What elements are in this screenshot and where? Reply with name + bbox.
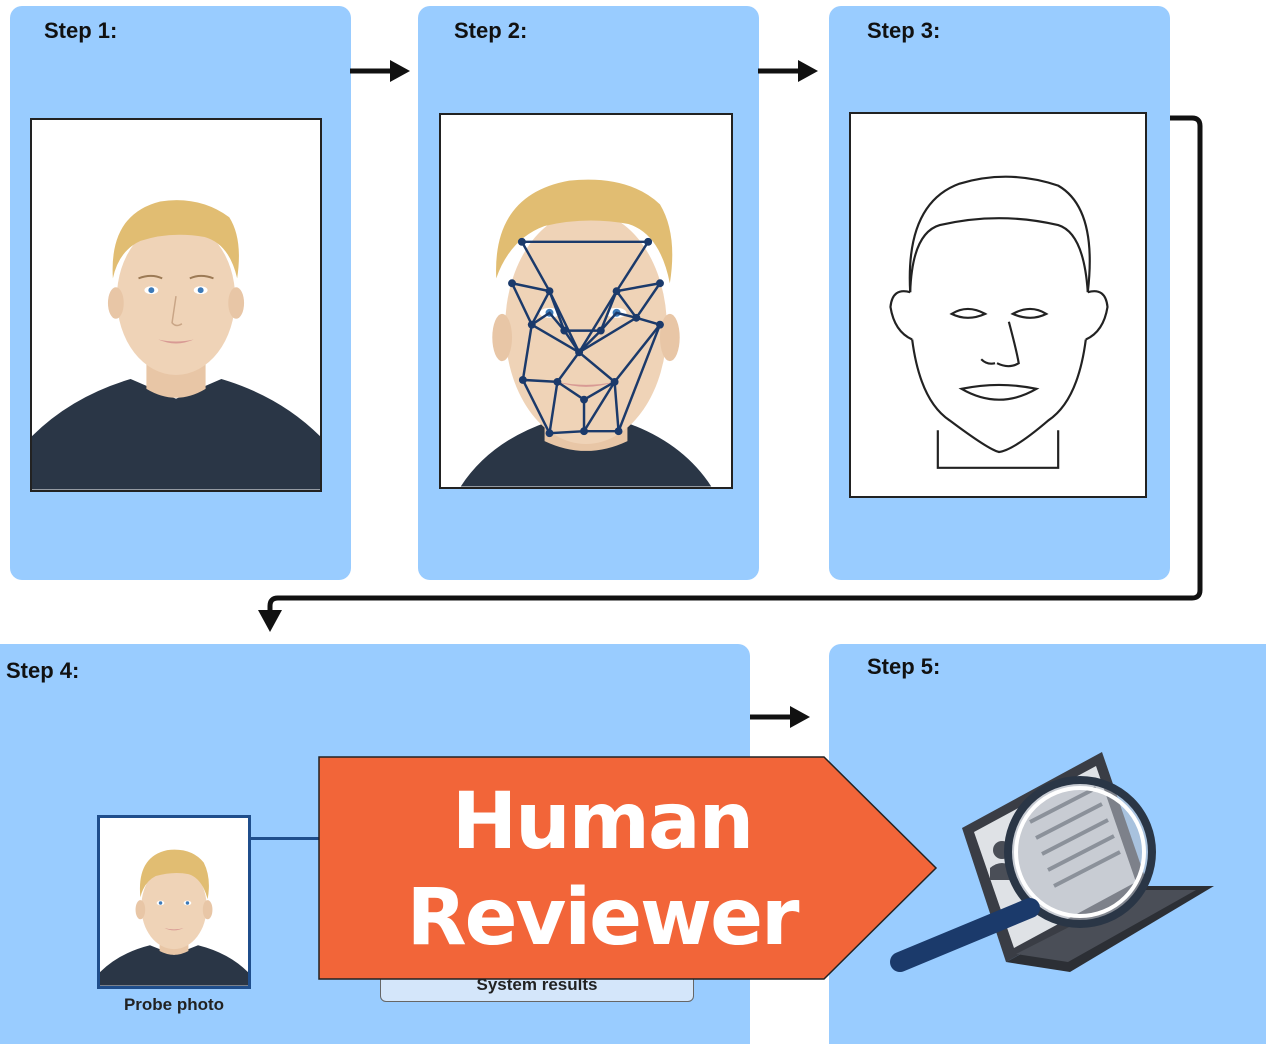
laptop-magnifier-icon (890, 752, 1214, 972)
probe-portrait-illustration (100, 849, 248, 986)
human-reviewer-text: Human Reviewer (318, 774, 886, 966)
step-4-label: Step 4: (6, 658, 80, 683)
landmark-mesh-illustration (460, 179, 712, 487)
step-3-label: Step 3: (867, 18, 941, 43)
arrow-step2-to-step3 (758, 60, 818, 82)
probe-photo-label: Probe photo (123, 995, 225, 1014)
human-reviewer-line1: Human (451, 777, 754, 867)
arrow-step3-to-step4 (258, 115, 1203, 632)
step-1-label: Step 1: (44, 18, 118, 43)
step-1-portrait-frame (30, 118, 322, 492)
probe-photo-frame (97, 815, 251, 989)
face-outline-illustration (889, 175, 1109, 469)
arrow-step4-to-step5 (750, 706, 810, 728)
step-3-outline-frame (849, 112, 1147, 498)
step-5-label: Step 5: (867, 654, 941, 679)
step-2-label: Step 2: (454, 18, 528, 43)
portrait-illustration (32, 200, 320, 490)
step-2-mesh-frame (439, 113, 733, 489)
probe-connector-line (251, 837, 321, 840)
human-reviewer-banner (318, 756, 938, 980)
arrow-step1-to-step2 (350, 60, 410, 82)
human-reviewer-line2: Reviewer (406, 873, 800, 963)
